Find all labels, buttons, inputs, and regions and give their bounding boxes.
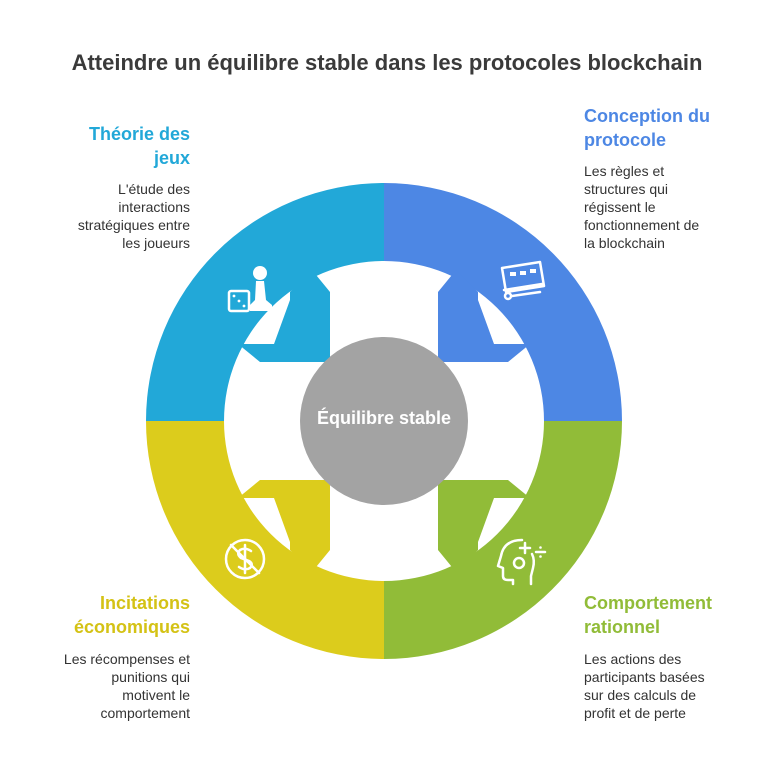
heading-economic-incentives-line2: économiques [73, 617, 190, 637]
desc-protocol-design: Les règles et structures qui régissent l… [584, 162, 754, 252]
desc-line: la blockchain [584, 235, 665, 251]
desc-line: sur des calculs de [584, 687, 697, 703]
arrow-protocol-design [438, 270, 530, 362]
desc-line: Les règles et [584, 163, 665, 179]
desc-line: participants basées [584, 669, 705, 685]
heading-rational-behavior: Comportement rationnel [584, 591, 764, 639]
head-math-icon [496, 538, 547, 586]
desc-line: L'étude des [118, 181, 190, 197]
heading-game-theory: Théorie des jeux [30, 122, 190, 170]
desc-line: stratégiques entre [77, 217, 190, 233]
heading-game-theory-line1: Théorie des [88, 124, 190, 144]
desc-line: les joueurs [122, 235, 190, 251]
protocol-machine-icon [500, 260, 546, 301]
desc-line: Les actions des [584, 651, 682, 667]
desc-line: comportement [100, 705, 190, 721]
heading-protocol-design-line1: Conception du [584, 106, 710, 126]
desc-line: fonctionnement de [584, 217, 700, 233]
heading-economic-incentives-line1: Incitations [99, 593, 190, 613]
board-game-icon [227, 266, 272, 313]
heading-economic-incentives: Incitations économiques [20, 591, 190, 639]
arrow-game-theory [238, 270, 330, 362]
desc-line: régissent le [584, 199, 656, 215]
segment-rational-behavior [384, 421, 622, 659]
diagram-title: Atteindre un équilibre stable dans les p… [71, 50, 703, 75]
desc-line: interactions [118, 199, 190, 215]
desc-line: Les récompenses et [63, 651, 190, 667]
desc-line: profit et de perte [584, 705, 686, 721]
segment-economic-incentives [146, 421, 384, 659]
desc-economic-incentives: Les récompenses et punitions qui motiven… [20, 650, 190, 722]
desc-line: structures qui [584, 181, 669, 197]
desc-line: punitions qui [111, 669, 190, 685]
heading-rational-behavior-line2: rationnel [584, 617, 661, 637]
desc-rational-behavior: Les actions des participants basées sur … [584, 650, 764, 722]
no-dollar-icon [224, 538, 266, 580]
segment-protocol-design [384, 183, 622, 421]
heading-game-theory-line2: jeux [153, 148, 190, 168]
arrow-rational-behavior [438, 480, 530, 572]
desc-game-theory: L'étude des interactions stratégiques en… [30, 180, 190, 252]
desc-line: motivent le [122, 687, 190, 703]
heading-protocol-design: Conception du protocole [584, 104, 754, 152]
heading-protocol-design-line2: protocole [584, 130, 667, 150]
center-label: Équilibre stable [316, 408, 452, 428]
center-circle [300, 337, 468, 505]
arrow-economic-incentives [238, 480, 330, 572]
heading-rational-behavior-line1: Comportement [584, 593, 713, 613]
